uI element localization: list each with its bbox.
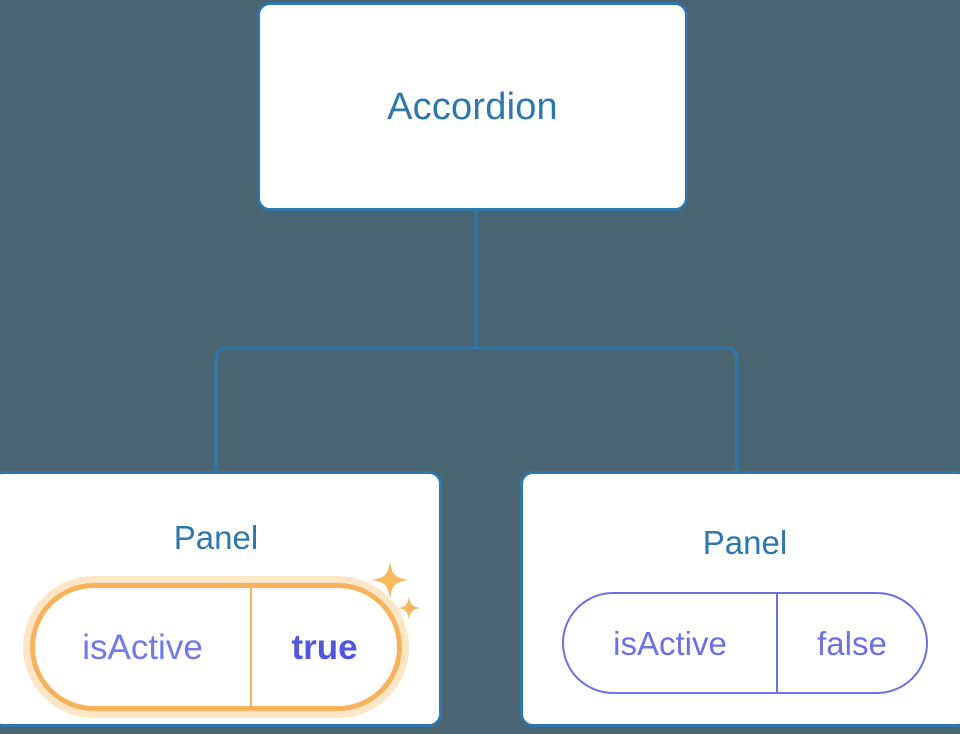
prop-pill-wrapper-inactive: isActive false <box>523 592 960 694</box>
connector-branch-right <box>476 346 739 472</box>
node-panel-active-title: Panel <box>173 519 259 556</box>
prop-key: isActive <box>82 627 203 667</box>
connector-branch-left <box>214 346 476 472</box>
sparkle-small-icon <box>397 596 421 620</box>
prop-key: isActive <box>613 624 727 662</box>
node-panel-active[interactable]: Panel isActive true <box>0 471 442 727</box>
sparkle-large-icon <box>371 561 409 599</box>
node-accordion[interactable]: Accordion <box>257 2 688 211</box>
node-panel-inactive-title: Panel <box>702 524 788 561</box>
node-panel-inactive[interactable]: Panel isActive false <box>520 471 960 727</box>
prop-pill-wrapper-active: isActive true <box>0 561 439 711</box>
prop-pill-isactive-false[interactable]: isActive false <box>562 592 928 694</box>
prop-value: false <box>776 594 926 692</box>
prop-value: true <box>250 588 397 706</box>
prop-pill-isactive-true[interactable]: isActive true <box>30 583 402 711</box>
node-accordion-title: Accordion <box>387 85 558 128</box>
